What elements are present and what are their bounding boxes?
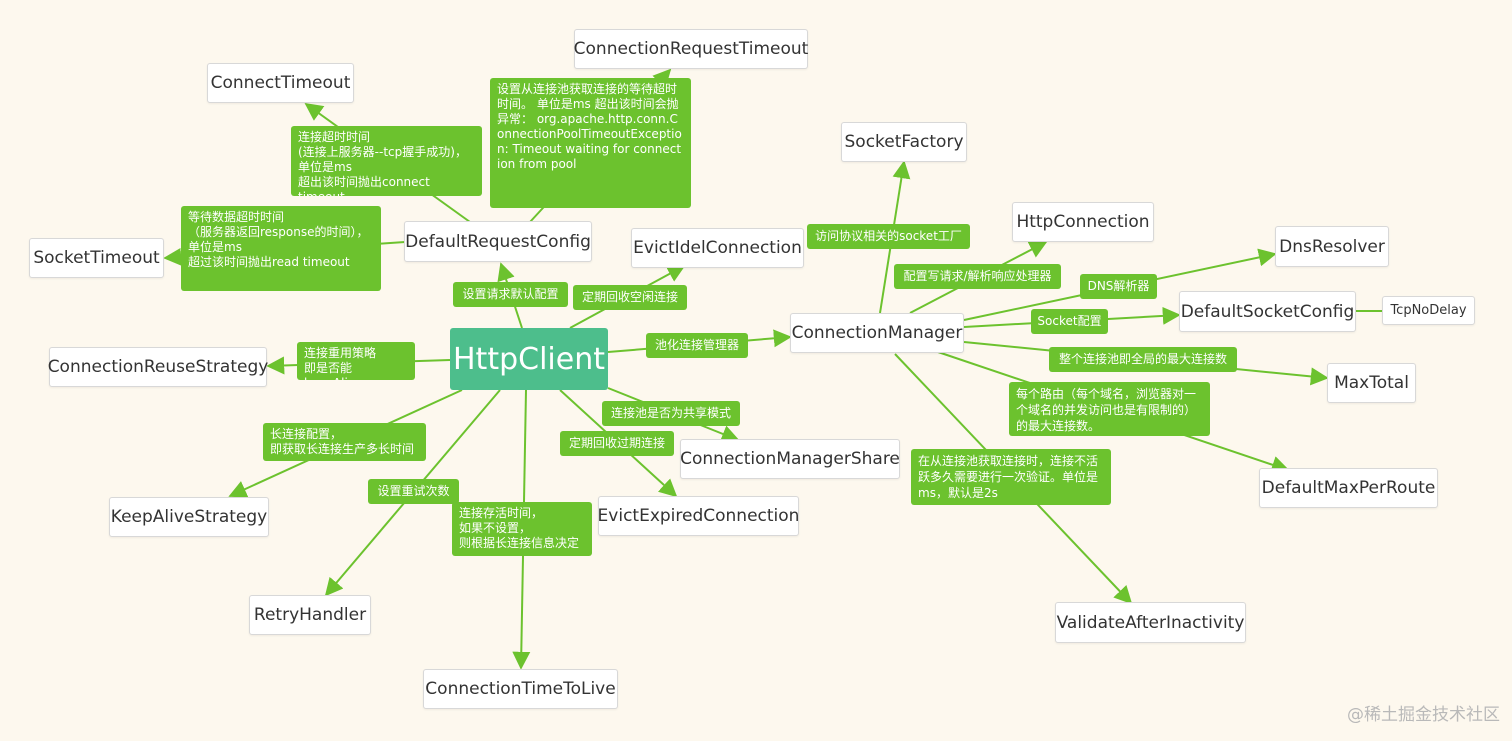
default-request-config-label: 设置请求默认配置: [453, 282, 568, 307]
max-total-label: 整个连接池即全局的最大连接数: [1049, 347, 1237, 372]
dns-resolver-label: DNS解析器: [1080, 274, 1157, 299]
default-request-config-node[interactable]: DefaultRequestConfig: [404, 221, 592, 262]
tcp-no-delay-node[interactable]: TcpNoDelay: [1382, 296, 1475, 325]
socket-timeout-label: 等待数据超时时间 （服务器返回response的时间）， 单位是ms 超过该时间…: [181, 206, 381, 291]
evict-idel-connection-label: 定期回收空闲连接: [573, 285, 687, 310]
socket-timeout-node[interactable]: SocketTimeout: [29, 238, 164, 278]
connection-manager-share-node[interactable]: ConnectionManagerShare: [680, 439, 900, 479]
dns-resolver-node[interactable]: DnsResolver: [1275, 226, 1389, 267]
evict-expired-connection-node[interactable]: EvictExpiredConnection: [598, 496, 799, 536]
evict-idel-connection-node[interactable]: EvictIdelConnection: [631, 228, 804, 268]
connection-request-timeout-node[interactable]: ConnectionRequestTimeout: [574, 29, 808, 69]
connection-reuse-strategy-node[interactable]: ConnectionReuseStrategy: [48, 347, 268, 387]
validate-after-inactivity-node[interactable]: ValidateAfterInactivity: [1055, 602, 1246, 643]
connection-request-timeout-label: 设置从连接池获取连接的等待超时时间。 单位是ms 超出该时间会抛异常： org.…: [490, 78, 691, 208]
connection-manager-label: 池化连接管理器: [646, 333, 748, 358]
keep-alive-strategy-label: 长连接配置， 即获取长连接生产多长时间: [263, 423, 426, 461]
socket-factory-node[interactable]: SocketFactory: [841, 122, 967, 162]
validate-after-inactivity-label: 在从连接池获取连接时，连接不活跃多久需要进行一次验证。单位是ms，默认是2s: [911, 449, 1111, 505]
default-max-per-route-label: 每个路由（每个域名，浏览器对一个域名的并发访问也是有限制的）的最大连接数。: [1009, 382, 1210, 436]
watermark: @稀土掘金技术社区: [1347, 705, 1500, 725]
connect-timeout-node[interactable]: ConnectTimeout: [207, 63, 354, 103]
retry-handler-node[interactable]: RetryHandler: [249, 595, 371, 635]
connection-reuse-strategy-label: 连接重用策略 即是否能keepAlive: [297, 342, 415, 380]
connection-manager-share-label: 连接池是否为共享模式: [602, 401, 740, 426]
keep-alive-strategy-node[interactable]: KeepAliveStrategy: [109, 497, 269, 537]
evict-expired-connection-label: 定期回收过期连接: [560, 431, 674, 456]
retry-handler-label: 设置重试次数: [368, 479, 459, 504]
default-socket-config-label: Socket配置: [1031, 309, 1108, 334]
default-max-per-route-node[interactable]: DefaultMaxPerRoute: [1259, 468, 1438, 508]
connection-time-to-live-label: 连接存活时间， 如果不设置， 则根据长连接信息决定: [452, 502, 592, 556]
connect-timeout-label: 连接超时时间 (连接上服务器--tcp握手成功)， 单位是ms 超出该时间抛出c…: [291, 126, 482, 196]
default-socket-config-node[interactable]: DefaultSocketConfig: [1179, 291, 1356, 332]
http-connection-label: 配置写请求/解析响应处理器: [894, 264, 1061, 289]
socket-factory-label: 访问协议相关的socket工厂: [807, 224, 970, 249]
max-total-node[interactable]: MaxTotal: [1327, 363, 1416, 403]
http-connection-node[interactable]: HttpConnection: [1012, 202, 1154, 242]
http-client-root-node[interactable]: HttpClient: [450, 328, 608, 390]
connection-manager-node[interactable]: ConnectionManager: [790, 313, 964, 353]
connection-time-to-live-node[interactable]: ConnectionTimeToLive: [423, 669, 618, 709]
